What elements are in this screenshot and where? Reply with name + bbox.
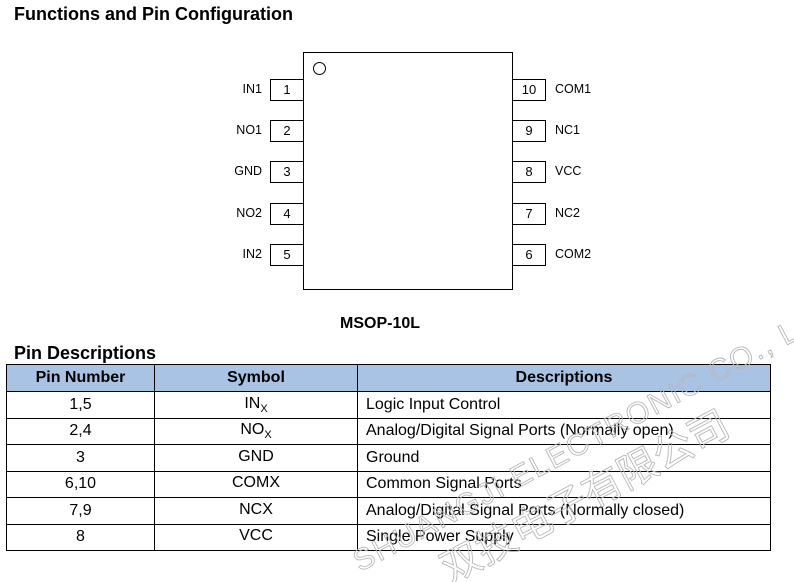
description-cell: Analog/Digital Signal Ports (Normally op… xyxy=(357,417,771,445)
table-row: 6,10 COMX Common Signal Ports xyxy=(6,470,771,498)
pin-box: 8 xyxy=(513,161,546,183)
table-row: 7,9 NCX Analog/Digital Signal Ports (Nor… xyxy=(6,497,771,525)
pin-number-cell: 3 xyxy=(6,444,155,472)
pin-box: 1 xyxy=(270,79,303,101)
table-row: 2,4 NOX Analog/Digital Signal Ports (Nor… xyxy=(6,417,771,445)
table-row: 1,5 INX Logic Input Control xyxy=(6,391,771,419)
table-row: 3 GND Ground xyxy=(6,444,771,472)
description-cell: Analog/Digital Signal Ports (Normally cl… xyxy=(357,497,771,525)
pin-number-cell: 8 xyxy=(6,523,155,551)
pin-name: NO1 xyxy=(236,123,262,137)
symbol-cell: COMX xyxy=(154,470,358,498)
column-header: Symbol xyxy=(154,364,358,392)
pin-descriptions-table: Pin Number Symbol Descriptions 1,5 INX L… xyxy=(6,364,771,551)
symbol-cell: NCX xyxy=(154,497,358,525)
pin-name: IN2 xyxy=(242,247,262,261)
symbol-cell: GND xyxy=(154,444,358,472)
pin-name: NO2 xyxy=(236,206,262,220)
pin-name: COM2 xyxy=(555,247,592,261)
description-cell: Logic Input Control xyxy=(357,391,771,419)
pin-box: 2 xyxy=(270,120,303,142)
pin-number-cell: 1,5 xyxy=(6,391,155,419)
pin-name: NC2 xyxy=(555,206,581,220)
pin-name: VCC xyxy=(555,164,582,178)
description-cell: Single Power Supply xyxy=(357,523,771,551)
pin-box: 10 xyxy=(513,79,546,101)
pin-number-cell: 2,4 xyxy=(6,417,155,445)
symbol-cell: NOX xyxy=(154,417,358,445)
pin-box: 4 xyxy=(270,203,303,225)
table-header-row: Pin Number Symbol Descriptions xyxy=(6,364,771,392)
symbol-cell: VCC xyxy=(154,523,358,551)
table-row: 8 VCC Single Power Supply xyxy=(6,523,771,551)
pin-box: 5 xyxy=(270,244,303,266)
pin-name: COM1 xyxy=(555,82,592,96)
symbol-cell: INX xyxy=(154,391,358,419)
pin-number-cell: 7,9 xyxy=(6,497,155,525)
description-cell: Common Signal Ports xyxy=(357,470,771,498)
column-header: Descriptions xyxy=(357,364,771,392)
pin-descriptions-title: Pin Descriptions xyxy=(14,343,157,363)
pin-box: 7 xyxy=(513,203,546,225)
pin-name: IN1 xyxy=(242,82,262,96)
column-header: Pin Number xyxy=(6,364,155,392)
ic-package-body xyxy=(303,52,513,290)
pin-name: GND xyxy=(234,164,262,178)
pin-number-cell: 6,10 xyxy=(6,470,155,498)
section-title: Functions and Pin Configuration xyxy=(14,4,293,24)
pin-box: 6 xyxy=(513,244,546,266)
description-cell: Ground xyxy=(357,444,771,472)
pin-box: 9 xyxy=(513,120,546,142)
package-label: MSOP-10L xyxy=(340,315,421,332)
pin-box: 3 xyxy=(270,161,303,183)
pin-name: NC1 xyxy=(555,123,581,137)
pin1-marker-icon xyxy=(313,62,326,75)
